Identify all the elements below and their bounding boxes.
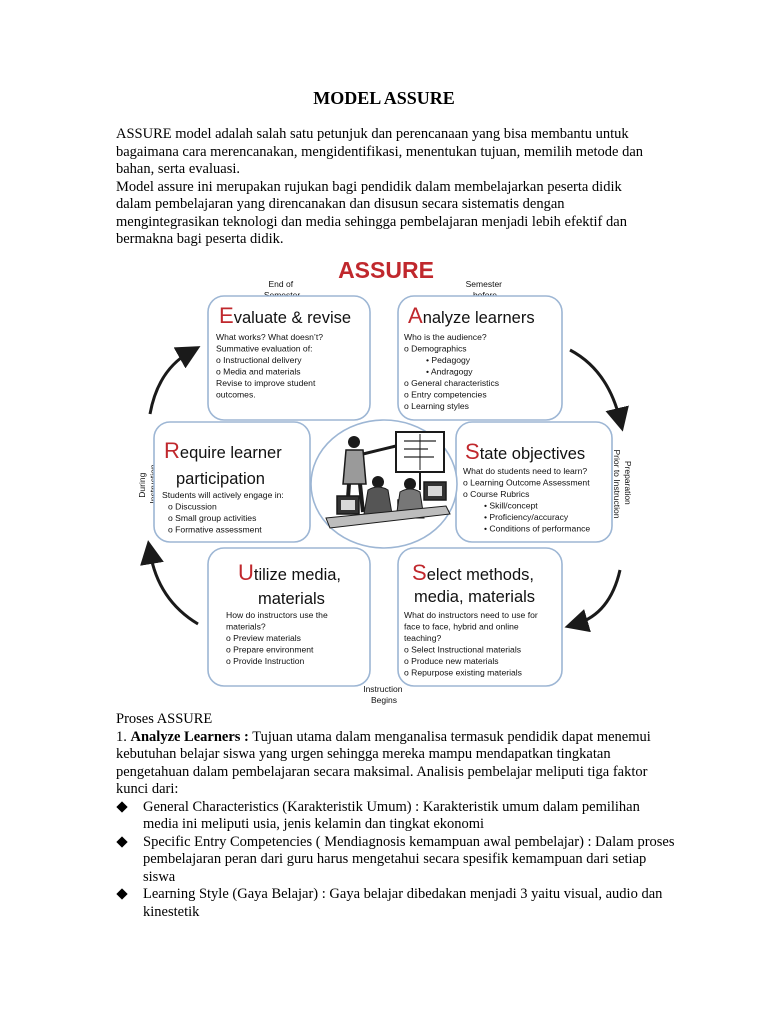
classroom-illustration	[310, 419, 458, 549]
document-title: MODEL ASSURE	[313, 88, 455, 108]
item-bold-label: Analyze Learners :	[130, 728, 249, 745]
utilize-heading: Utilize media,	[238, 560, 341, 585]
analyze-heading: Analyze learners	[408, 303, 535, 328]
require-details: Students will actively engage in: o Disc…	[162, 490, 286, 535]
key-factor-list: General Characteristics (Karakteristik U…	[116, 799, 676, 922]
select-details: What do instructors need to use for face…	[404, 610, 540, 678]
label-during-instruction: During Instruction	[137, 464, 158, 503]
utilize-heading-line2: materials	[258, 590, 325, 608]
intro-paragraph-2: Model assure ini merupakan rujukan bagi …	[116, 178, 627, 248]
list-item: General Characteristics (Karakteristik U…	[116, 799, 676, 834]
analyze-details: Who is the audience? o Demographics • Pe…	[404, 332, 501, 411]
list-item: Learning Style (Gaya Belajar) : Gaya bel…	[116, 886, 676, 921]
state-details: What do students need to learn? o Learni…	[463, 466, 592, 534]
select-box: Select methods, media, materials What do…	[397, 547, 563, 687]
diamond-bullet-icon	[116, 800, 128, 813]
proses-section: Proses ASSURE 1. Analyze Learners : Tuju…	[116, 711, 676, 921]
intro-paragraph-1: ASSURE model adalah salah satu petunjuk …	[116, 126, 644, 177]
arrow-bottom-left	[140, 540, 199, 626]
evaluate-details: What works? What doesn’t? Summative eval…	[216, 332, 325, 400]
item-description: Tujuan utama dalam menganalisa termasuk …	[116, 728, 651, 798]
utilize-box: Utilize media, materials How do instruct…	[207, 547, 371, 687]
diagram-title: ASSURE	[338, 257, 434, 283]
state-heading: State objectives	[465, 439, 585, 464]
proses-item-1: 1. Analyze Learners : Tujuan utama dalam…	[116, 729, 676, 799]
item-number: 1.	[116, 728, 131, 745]
label-preparation: Preparation Prior to Instruction	[612, 450, 633, 519]
evaluate-box: Evaluate & revise What works? What doesn…	[207, 295, 371, 421]
require-box: Require learner participation Students w…	[153, 421, 311, 543]
proses-heading: Proses ASSURE	[116, 711, 213, 727]
require-heading-line2: participation	[176, 470, 265, 488]
require-heading: Require learner	[164, 438, 282, 463]
evaluate-heading: Evaluate & revise	[219, 303, 351, 328]
utilize-details: How do instructors use the materials? o …	[226, 610, 330, 666]
arrow-bottom-right	[564, 569, 622, 633]
label-instruction-begins: Instruction Begins	[363, 684, 405, 705]
arrow-top-left	[148, 346, 201, 415]
state-box: State objectives What do students need t…	[455, 421, 613, 543]
analyze-box: Analyze learners Who is the audience? o …	[397, 295, 563, 421]
diamond-bullet-icon	[116, 835, 128, 848]
assure-diagram: ASSURE End of Semester Semester before D…	[137, 257, 633, 705]
list-item: Specific Entry Competencies ( Mendiagnos…	[116, 834, 676, 887]
label-end-of-semester: End of Semester	[264, 279, 301, 300]
diamond-bullet-icon	[116, 888, 128, 900]
arrow-top-right	[569, 348, 629, 432]
select-heading-line2: media, materials	[414, 588, 535, 606]
intro-section: ASSURE model adalah salah satu petunjuk …	[116, 126, 656, 249]
select-heading: Select methods,	[412, 560, 534, 585]
label-semester-before: Semester before	[466, 279, 505, 300]
